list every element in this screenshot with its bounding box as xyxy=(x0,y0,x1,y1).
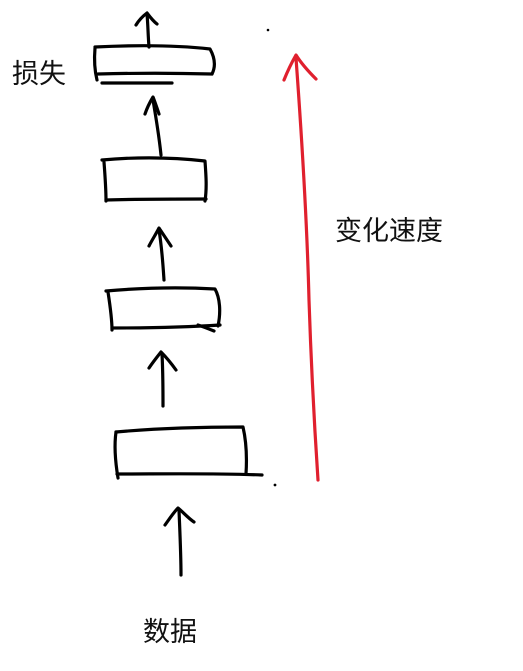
stray-dot xyxy=(266,28,270,32)
layer-4-box xyxy=(93,44,217,85)
arrow-1-2 xyxy=(147,350,178,408)
loss-label: 损失 xyxy=(12,59,66,90)
arrow-2-3 xyxy=(147,226,173,282)
arrow-3-4 xyxy=(143,95,163,157)
layer-1-box xyxy=(113,425,277,487)
input-arrow xyxy=(163,506,196,577)
layer-3-box xyxy=(100,156,208,203)
data-label: 数据 xyxy=(143,617,197,648)
rate-of-change-label: 变化速度 xyxy=(335,216,443,247)
rate-of-change-arrow xyxy=(282,53,320,482)
output-arrow xyxy=(134,11,159,49)
layer-2-box xyxy=(104,286,222,333)
